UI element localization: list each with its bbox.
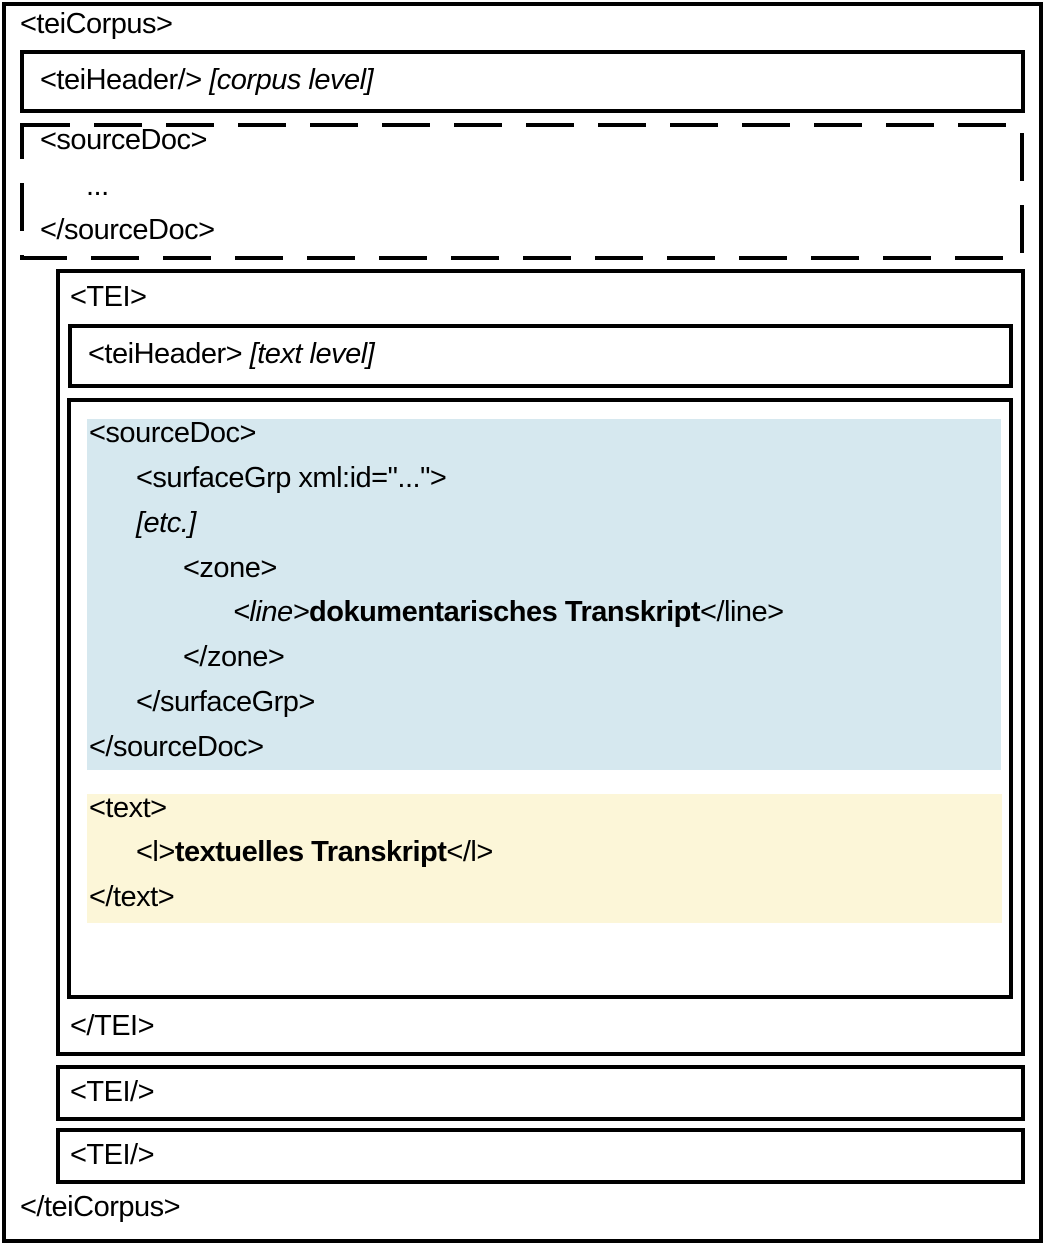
tei-corpus-open-tag: <teiCorpus> xyxy=(20,8,173,40)
tei-empty-box-2 xyxy=(56,1128,1025,1184)
l-element: <l>textuelles Transkript</l> xyxy=(136,838,493,867)
corpus-sourcedoc-ellipsis: ... xyxy=(86,170,109,202)
corpus-teiheader-note: [corpus level] xyxy=(209,64,374,96)
zone-close-tag: </zone> xyxy=(183,641,285,673)
sourcedoc-open-tag: <sourceDoc> xyxy=(89,417,257,449)
tei-teiheader-note: [text level] xyxy=(249,338,375,370)
tei-close-tag: </TEI> xyxy=(70,1010,155,1042)
sourcedoc-close-tag: </sourceDoc> xyxy=(89,731,264,763)
text-close-tag: </text> xyxy=(89,881,175,913)
tei-teiheader-tag: <teiHeader> xyxy=(88,338,243,370)
tei-empty-tag-1: <TEI/> xyxy=(70,1076,155,1108)
l-content: textuelles Transkript xyxy=(174,836,447,868)
text-open-tag: <text> xyxy=(89,792,167,824)
tei-empty-tag-2: <TEI/> xyxy=(70,1139,155,1171)
line-close-tag: </line> xyxy=(700,596,784,628)
zone-open-tag: <zone> xyxy=(183,552,277,584)
line-element: <line>dokumentarisches Transkript</line> xyxy=(233,598,784,627)
tei-content-box xyxy=(67,398,1013,999)
l-open-tag: <l> xyxy=(136,836,175,868)
corpus-sourcedoc-open-tag: <sourceDoc> xyxy=(40,124,208,156)
surfacegrp-close-tag: </surfaceGrp> xyxy=(136,686,315,718)
corpus-teiheader-label: <teiHeader/> [corpus level] xyxy=(40,64,374,96)
etc-note: [etc.] xyxy=(136,507,196,539)
line-open-tag: <line> xyxy=(233,596,310,628)
tei-corpus-close-tag: </teiCorpus> xyxy=(20,1191,181,1223)
tei-empty-box-1 xyxy=(56,1065,1025,1121)
l-close-tag: </l> xyxy=(446,836,493,868)
surfacegrp-open-tag: <surfaceGrp xml:id="..."> xyxy=(136,462,447,494)
tei-open-tag: <TEI> xyxy=(70,281,147,313)
tei-teiheader-label: <teiHeader> [text level] xyxy=(88,338,375,370)
corpus-sourcedoc-close-tag: </sourceDoc> xyxy=(40,214,215,246)
corpus-teiheader-box xyxy=(20,50,1025,113)
tei-box xyxy=(56,269,1025,1056)
tei-teiheader-box xyxy=(68,324,1013,388)
corpus-teiheader-tag: <teiHeader/> xyxy=(40,64,202,96)
line-content: dokumentarisches Transkript xyxy=(309,596,701,628)
text-panel xyxy=(87,794,1002,923)
sourcedoc-panel xyxy=(87,419,1001,770)
